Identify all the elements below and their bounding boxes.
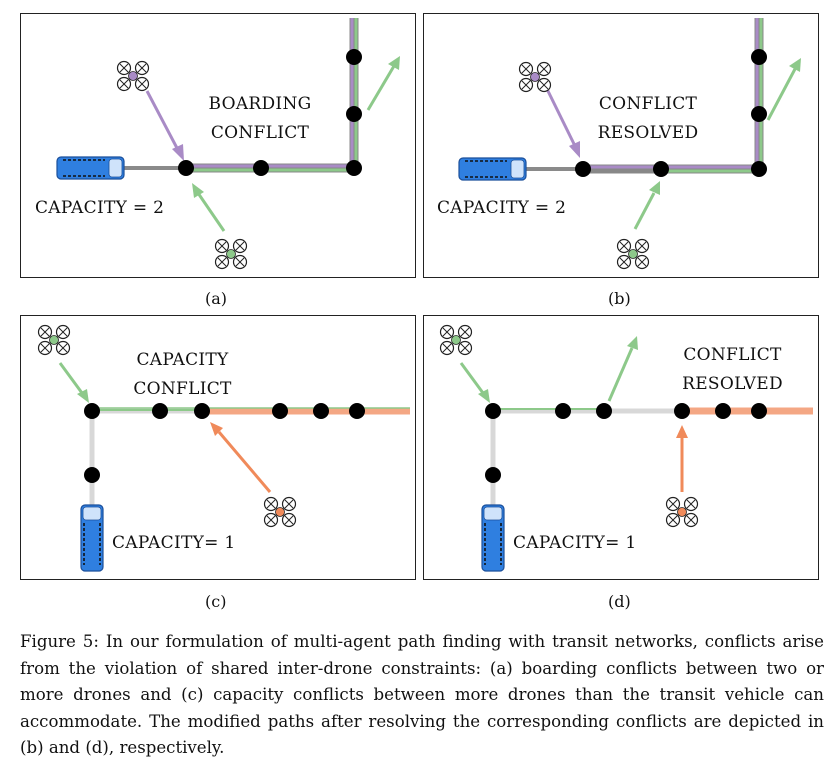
panel-title: CONFLICT RESOLVED [670,341,795,399]
stop-node [674,403,690,419]
green-exit-arrow [366,65,396,111]
capacity-label: CAPACITY= 1 [513,533,637,553]
drone-icon [665,496,699,528]
bus-icon [56,156,125,180]
purple-arrow [145,90,180,151]
purple-arrow-head [569,141,580,158]
panel-label-b: (b) [608,289,631,308]
panel-c: CAPACITY CONFLICT CAPACITY= 1 [20,315,416,580]
stop-node [253,160,269,176]
title-line-2: RESOLVED [597,123,699,143]
capacity-label: CAPACITY = 2 [437,198,567,218]
bus-icon [458,157,527,181]
stop-node [653,161,669,177]
title-line-1: BOARDING [208,94,312,114]
green-arrow [459,362,485,394]
stop-node [751,403,767,419]
panel-title: CONFLICT RESOLVED [588,90,708,148]
green-exit-arrow [607,347,634,402]
green-arrow [196,192,226,232]
title-line-1: CONFLICT [598,94,698,114]
panel-c-figure [20,315,416,580]
panel-a: BOARDING CONFLICT CAPACITY = 2 [20,13,416,278]
transit-route [490,408,813,515]
green-exit-arrow [766,68,797,121]
title-line-2: CONFLICT [133,379,232,399]
panel-title: BOARDING CONFLICT [200,90,320,148]
panel-a-figure [20,13,416,278]
green-arrow-head [478,389,490,403]
green-exit-arrow-head [627,336,638,350]
title-line-2: RESOLVED [682,374,783,394]
drone-icon [116,60,150,92]
panel-label-a: (a) [205,289,228,308]
green-arrow-head [649,181,660,195]
capacity-label: CAPACITY= 1 [112,533,236,553]
stop-node [346,160,362,176]
panel-label-d: (d) [608,592,631,611]
stop-node [575,161,591,177]
stop-node [715,403,731,419]
stop-node [346,106,362,122]
green-exit-arrow-head [789,58,801,72]
panel-b: CONFLICT RESOLVED CAPACITY = 2 [423,13,819,278]
purple-arrow-head [172,144,184,161]
green-arrow-head [192,183,204,198]
drone-icon [439,324,473,356]
stop-node [751,106,767,122]
capacity-label: CAPACITY = 2 [35,198,165,218]
stop-node [346,49,362,65]
green-arrow-head [77,389,89,403]
stop-node [751,49,767,65]
title-line-2: CONFLICT [210,123,310,143]
stop-node [178,160,194,176]
orange-arrow-head [676,425,688,438]
panel-d-figure [423,315,819,580]
stop-node [272,403,288,419]
drone-icon [214,238,248,270]
transit-route [89,408,410,515]
stop-node [152,403,168,419]
stop-node [555,403,571,419]
green-arrow [633,192,656,230]
orange-arrow [217,431,272,493]
title-line-1: CAPACITY [136,350,229,370]
drone-icon [37,324,71,356]
stop-node [349,403,365,419]
stop-node [751,161,767,177]
panel-d: CONFLICT RESOLVED CAPACITY= 1 [423,315,819,580]
stop-node [84,403,100,419]
drone-icon [616,238,650,270]
bus-icon [80,504,104,572]
title-line-1: CONFLICT [683,345,782,365]
green-exit-arrow-head [388,56,400,70]
stop-node [194,403,210,419]
stop-node [84,467,100,483]
drone-icon [518,61,552,93]
orange-arrow-head [210,422,223,436]
panel-b-figure [423,13,819,278]
stop-node [313,403,329,419]
stop-node [485,467,501,483]
purple-arrow [545,88,577,147]
stop-node [596,403,612,419]
figure-caption: Figure 5: In our formulation of multi-ag… [20,632,824,757]
panel-label-c: (c) [205,592,227,611]
bus-icon [481,504,505,572]
drone-icon [263,496,297,528]
panel-title: CAPACITY CONFLICT [120,346,245,404]
stop-node [485,403,501,419]
green-arrow [58,362,84,394]
